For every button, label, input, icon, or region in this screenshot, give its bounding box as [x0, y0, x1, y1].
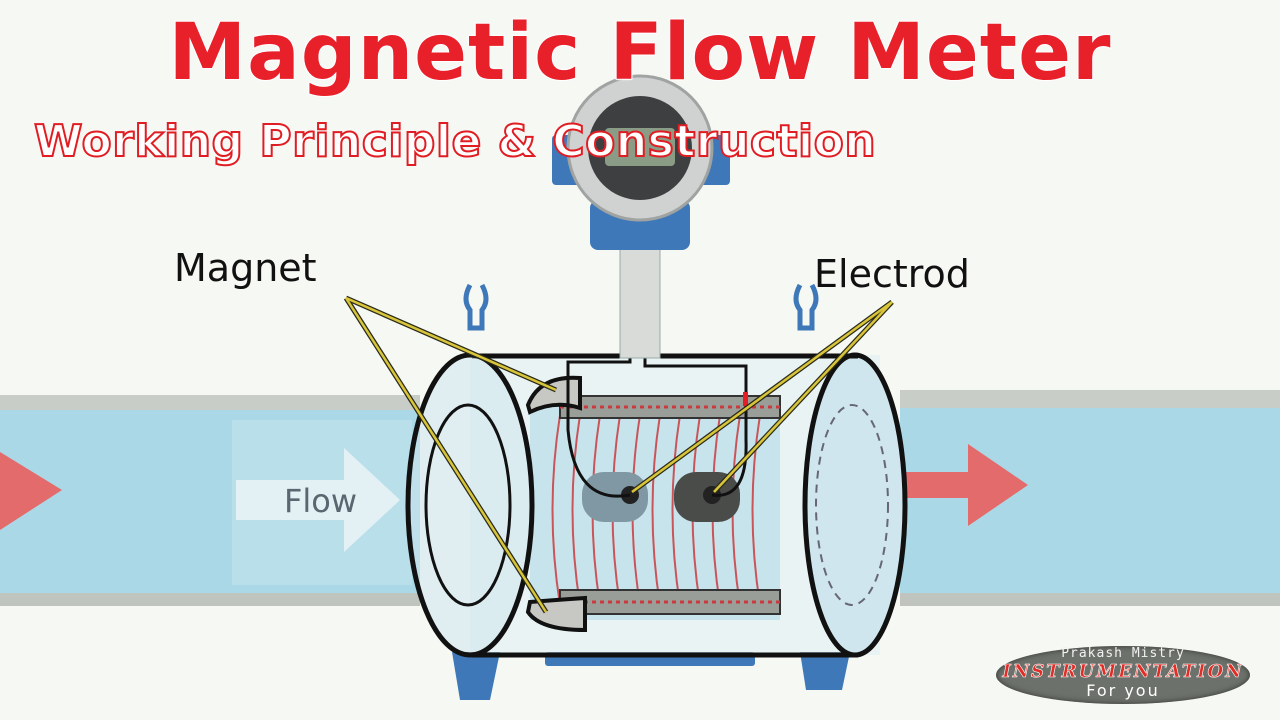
watermark-brand: INSTRUMENTATION	[1002, 661, 1244, 683]
magnet-label: Magnet	[174, 246, 317, 290]
watermark-tagline: For you	[1086, 681, 1160, 700]
transmitter-stem	[619, 239, 661, 359]
meter-left-inner	[424, 403, 512, 607]
meter-foot-right	[800, 652, 850, 690]
watermark-author: Prakash Mistry	[1061, 646, 1185, 661]
meter-foot-left	[452, 652, 500, 700]
meter-right-inner	[815, 404, 889, 606]
pipe-left-top-rim	[0, 395, 420, 411]
magnet-pointer-lines-highlight	[344, 296, 557, 613]
electrode-wire-left	[566, 230, 632, 498]
pipe-right-bottom-rim	[900, 592, 1280, 606]
electrode-pointer-lines-highlight	[631, 300, 893, 494]
pipe-right	[900, 408, 1280, 593]
flow-arrow-icon	[236, 448, 400, 552]
lifting-eye-icon	[793, 283, 819, 331]
flow-arrow-icon	[905, 444, 1028, 526]
pipe-right-top-rim	[900, 390, 1280, 408]
transmitter-display	[605, 128, 675, 166]
wire-marker	[743, 392, 748, 406]
pipe-left-bottom-rim	[0, 592, 420, 606]
flow-label: Flow	[284, 482, 358, 520]
meter-right-end	[802, 352, 908, 658]
electrode-label: Electrod	[814, 252, 970, 296]
page-subtitle: Working Principle & Construction	[33, 115, 877, 168]
flow-arrow-icon	[0, 452, 62, 530]
channel-watermark: Prakash Mistry INSTRUMENTATION For you	[996, 646, 1250, 704]
page-title: Magnetic Flow Meter	[168, 7, 1112, 99]
lifting-eye-icon	[463, 283, 489, 331]
